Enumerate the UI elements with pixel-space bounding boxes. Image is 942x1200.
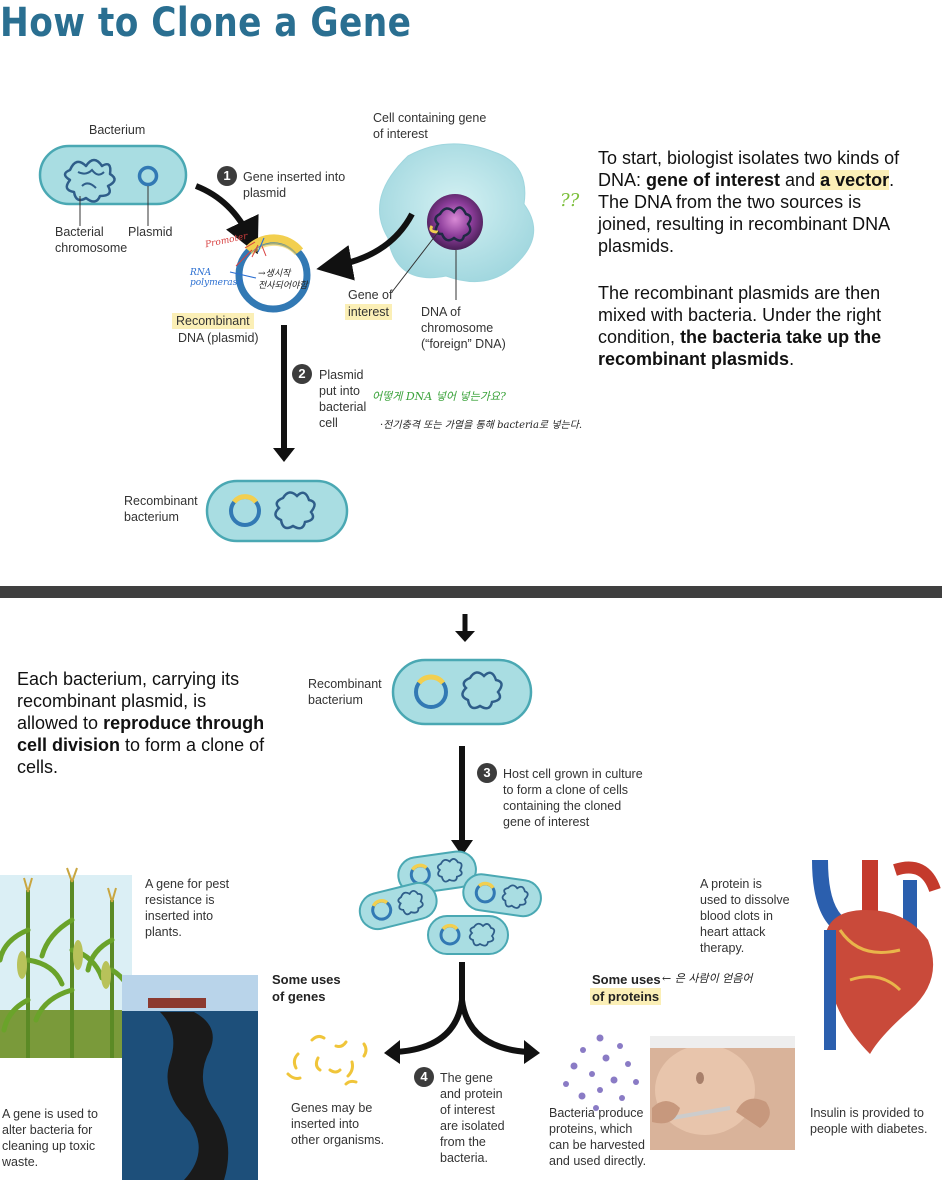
- protein-dots: [563, 1034, 639, 1111]
- oil-spill-image: [122, 975, 258, 1180]
- label-insulin: Insulin is provided to people with diabe…: [810, 1106, 928, 1136]
- section-divider: [0, 586, 942, 598]
- label-recombinant-bacterium-bottom: Recombinant bacterium: [308, 677, 382, 707]
- handwritten-korean-question: 어떻게 DNA 넣어 넣는가요?: [372, 390, 506, 403]
- label-step-1: Gene inserted into plasmid: [243, 170, 346, 200]
- label-recombinant: Recombinant: [172, 313, 254, 329]
- handwritten-question-mark: ??: [560, 190, 580, 211]
- recombinant-bacterium-top: [205, 479, 349, 543]
- handwritten-protein-note: ← 은 사람이 얻음어: [662, 972, 753, 985]
- label-gene-of: Gene of: [348, 288, 393, 302]
- label-blood-clots: A protein is used to dissolve blood clot…: [700, 877, 790, 955]
- gene-fragments: [286, 1034, 368, 1086]
- step-1-badge: 1: [217, 166, 237, 186]
- label-uses-of-genes: Some uses of genes: [272, 972, 341, 1004]
- label-step-4: The gene and protein of interest are iso…: [440, 1071, 505, 1165]
- handwritten-korean-answer: ·전기충격 또는 가열을 통해 bacteria로 넣는다.: [380, 420, 583, 431]
- plasmid-ring: [137, 165, 159, 187]
- bacterium-initial: [38, 144, 188, 206]
- insulin-injection-image: [650, 1036, 795, 1150]
- recombinant-plasmid: [235, 234, 311, 313]
- bacterial-chromosome-dna: [63, 158, 116, 203]
- label-uses-of-proteins-2: of proteins: [590, 988, 662, 1005]
- heart-image: [796, 859, 942, 1056]
- label-bacterium: Bacterium: [89, 123, 146, 137]
- label-bacterial-chromosome: Bacterial chromosome: [55, 225, 128, 255]
- label-pest-resistance: A gene for pest resistance is inserted i…: [145, 877, 230, 939]
- step-4-badge: 4: [414, 1067, 434, 1087]
- label-step-3: Host cell grown in culture to form a clo…: [503, 767, 643, 829]
- step-3-badge: 3: [477, 763, 497, 783]
- label-recombinant-bacterium-top: Recombinant bacterium: [124, 494, 198, 524]
- label-uses-of-proteins-1: Some uses: [592, 972, 661, 987]
- animal-cell: [379, 143, 535, 282]
- page-title: How to Clone a Gene: [0, 0, 412, 46]
- bacterial-clone: [358, 850, 542, 955]
- label-step-2: Plasmid put into bacterial cell: [319, 368, 367, 430]
- label-interest: interest: [345, 304, 392, 320]
- recombinant-bacterium-bottom: [391, 658, 533, 726]
- label-dna-of-chromosome: DNA of chromosome (“foreign” DNA): [421, 305, 506, 351]
- paragraph-mix-bacteria: The recombinant plasmids are then mixed …: [598, 283, 882, 369]
- corn-plants-image: [0, 867, 135, 1058]
- step-2-badge: 2: [292, 364, 312, 384]
- label-cell-containing-gene: Cell containing gene of interest: [373, 111, 487, 141]
- label-toxic-waste: A gene is used to alter bacteria for cle…: [2, 1107, 98, 1169]
- handwritten-korean-note: →생시작 전사되어야함: [258, 269, 308, 291]
- paragraph-isolate-dna: To start, biologist isolates two kinds o…: [598, 148, 900, 256]
- label-bacteria-produce: Bacteria produce proteins, which can be …: [549, 1106, 647, 1168]
- label-dna-plasmid: DNA (plasmid): [178, 331, 259, 345]
- paragraph-cell-division: Each bacterium, carrying its recombinant…: [17, 669, 265, 777]
- label-plasmid: Plasmid: [128, 225, 173, 239]
- label-genes-inserted: Genes may be inserted into other organis…: [291, 1101, 385, 1147]
- handwritten-rna-polymerase: RNA polymerase: [190, 268, 243, 288]
